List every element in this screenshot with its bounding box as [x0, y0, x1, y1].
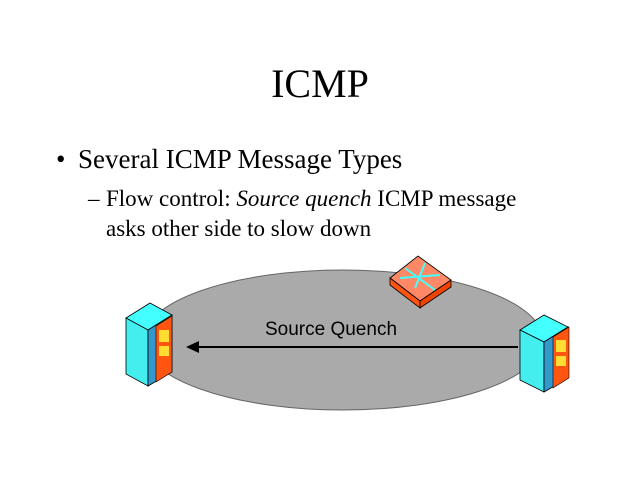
bullet-item: • Several ICMP Message Types — [56, 144, 402, 175]
bullet-marker: • — [56, 144, 66, 174]
network-ellipse — [142, 269, 544, 411]
arrow-label: Source Quench — [265, 319, 397, 340]
bullet-text: Several ICMP Message Types — [78, 144, 403, 174]
sub-italic: Source quench — [236, 186, 372, 211]
source-quench-arrow — [186, 341, 518, 353]
sub-bullet-marker: – — [88, 186, 100, 211]
server-icon-right — [519, 314, 570, 393]
sub-bullet-item: –Flow control: Source quench ICMP messag… — [88, 184, 588, 244]
server-icon-left — [125, 302, 173, 387]
slide-title: ICMP — [271, 61, 369, 106]
sub-prefix: Flow control: — [106, 186, 237, 211]
sub-rest: ICMP message — [371, 186, 517, 211]
router-icon — [389, 255, 452, 309]
sub-line2: asks other side to slow down — [106, 216, 372, 241]
